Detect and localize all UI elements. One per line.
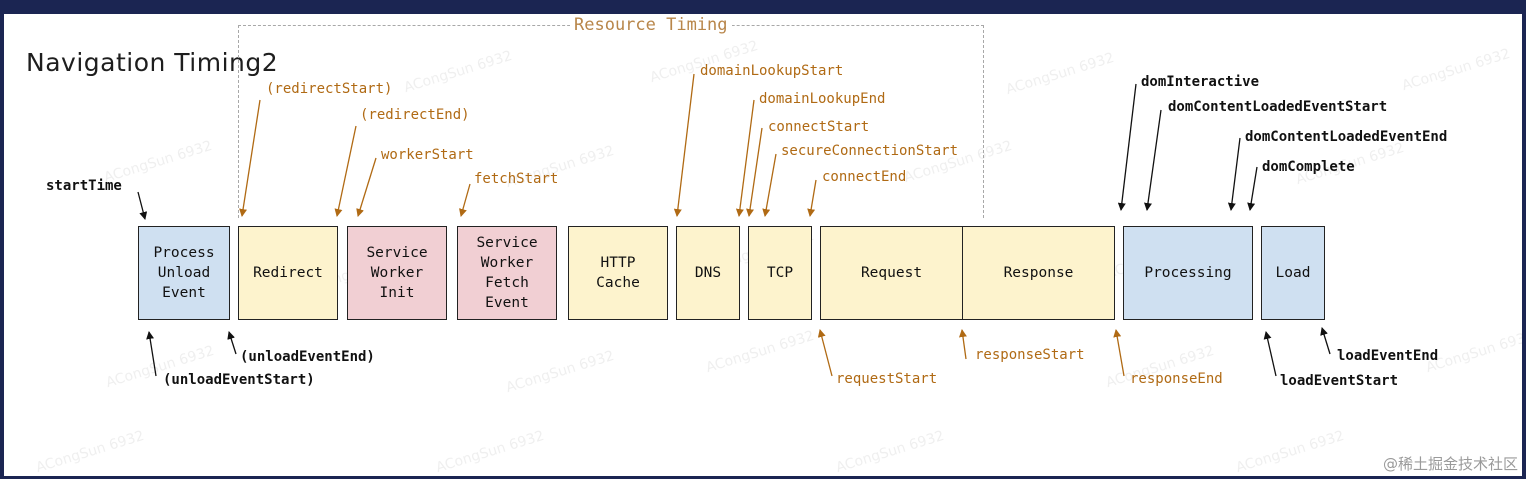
box-request: Request xyxy=(820,226,963,320)
arrow-worker-start xyxy=(356,157,377,217)
label-dom-complete: domComplete xyxy=(1262,159,1355,175)
arrow-response-start xyxy=(958,329,967,360)
timing-arrows xyxy=(137,73,1331,377)
label-response-end: responseEnd xyxy=(1130,371,1223,387)
diagram-board: ACongSun 6932 ACongSun 6932 ACongSun 693… xyxy=(4,14,1522,476)
label-request-start: requestStart xyxy=(836,371,938,387)
arrow-load-event-end xyxy=(1320,327,1331,355)
arrow-connect-start xyxy=(746,127,763,217)
label-dom-interactive: domInteractive xyxy=(1141,74,1260,90)
arrow-secure-connection-start xyxy=(762,153,777,217)
arrow-dom-content-loaded-event-end xyxy=(1227,137,1241,211)
arrow-connect-end xyxy=(807,179,817,217)
label-dom-content-loaded-event-start: domContentLoadedEventStart xyxy=(1168,99,1388,115)
box-dns: DNS xyxy=(676,226,740,320)
arrow-redirect-end xyxy=(334,125,357,217)
diagram-title: Navigation Timing2 xyxy=(26,48,279,77)
box-process-unload-event: Process Unload Event xyxy=(138,226,230,320)
label-redirect-end: (redirectEnd) xyxy=(360,107,470,123)
arrow-dom-interactive xyxy=(1117,83,1137,211)
resource-timing-title: Resource Timing xyxy=(570,15,732,35)
label-connect-start: connectStart xyxy=(768,119,870,135)
box-redirect: Redirect xyxy=(238,226,338,320)
label-load-event-start: loadEventStart xyxy=(1280,373,1399,389)
source-credit: @稀土掘金技术社区 xyxy=(1382,455,1518,473)
arrow-load-event-start xyxy=(1263,331,1277,377)
box-processing: Processing xyxy=(1123,226,1253,320)
arrow-redirect-start xyxy=(239,99,261,217)
box-response: Response xyxy=(962,226,1115,320)
arrow-response-end xyxy=(1113,329,1125,377)
label-start-time: startTime xyxy=(46,178,122,194)
label-fetch-start: fetchStart xyxy=(474,171,559,187)
arrow-domain-lookup-end xyxy=(735,99,755,217)
arrow-unload-event-end xyxy=(227,331,237,355)
label-domain-lookup-end: domainLookupEnd xyxy=(759,91,886,107)
label-domain-lookup-start: domainLookupStart xyxy=(700,63,844,79)
arrow-fetch-start xyxy=(459,183,471,217)
resource-timing-bracket-right xyxy=(983,25,984,218)
arrow-dom-content-loaded-event-start xyxy=(1144,109,1162,211)
box-service-worker-fetch-event: Service Worker Fetch Event xyxy=(457,226,557,320)
arrow-dom-complete xyxy=(1247,166,1258,211)
label-redirect-start: (redirectStart) xyxy=(266,81,393,97)
label-load-event-end: loadEventEnd xyxy=(1337,348,1439,364)
label-dom-content-loaded-event-end: domContentLoadedEventEnd xyxy=(1245,129,1448,145)
box-http-cache: HTTP Cache xyxy=(568,226,668,320)
arrow-domain-lookup-start xyxy=(673,73,695,217)
box-load: Load xyxy=(1261,226,1325,320)
box-tcp: TCP xyxy=(748,226,812,320)
label-worker-start: workerStart xyxy=(381,147,474,163)
arrow-start-time xyxy=(137,191,148,220)
label-response-start: responseStart xyxy=(975,347,1085,363)
arrow-unload-event-start xyxy=(146,331,157,377)
label-connect-end: connectEnd xyxy=(822,169,907,185)
box-service-worker-init: Service Worker Init xyxy=(347,226,447,320)
resource-timing-bracket-left xyxy=(238,25,239,218)
label-unload-event-start: (unloadEventStart) xyxy=(163,372,315,388)
label-secure-connection-start: secureConnectionStart xyxy=(781,143,959,159)
label-unload-event-end: (unloadEventEnd) xyxy=(240,349,375,365)
arrow-request-start xyxy=(817,329,833,377)
